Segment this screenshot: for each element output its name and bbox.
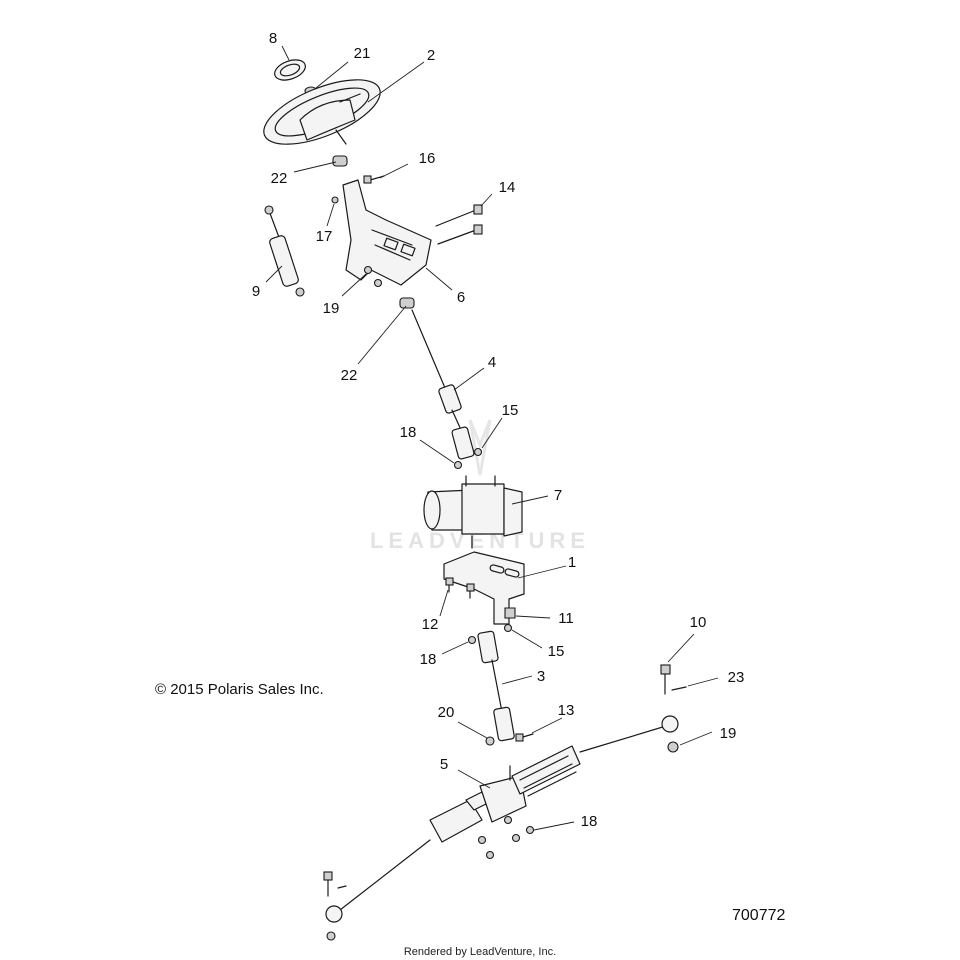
part-2-steering-wheel[interactable]: [256, 67, 389, 158]
callout-2[interactable]: 2: [427, 47, 435, 64]
part-5-steering-rack[interactable]: [325, 715, 679, 923]
callout-labels: 8 21 2 22 16 14 17 9 19 6 22 4 15 18 7 1…: [252, 30, 745, 830]
part-22-bushing-lower[interactable]: [399, 297, 415, 309]
callout-9[interactable]: 9: [252, 283, 260, 300]
callout-20[interactable]: 20: [438, 704, 455, 721]
part-8-horn-cap[interactable]: [272, 56, 308, 84]
callout-18-lower[interactable]: 18: [581, 813, 598, 830]
part-14-bolts[interactable]: [435, 204, 483, 245]
part-13-bolt[interactable]: [515, 733, 534, 742]
watermark-logo-icon: [468, 419, 492, 476]
diagram-id: 700772: [732, 907, 785, 924]
part-10-bolt[interactable]: [660, 664, 671, 695]
callout-23[interactable]: 23: [728, 669, 745, 686]
part-6-tilt-bracket[interactable]: [342, 179, 432, 286]
callout-5[interactable]: 5: [440, 756, 448, 773]
callout-7[interactable]: 7: [554, 487, 562, 504]
callout-14[interactable]: 14: [499, 179, 516, 196]
callout-12[interactable]: 12: [422, 616, 439, 633]
part-9-gas-strut[interactable]: [264, 205, 305, 297]
tie-rod-bolt[interactable]: [323, 871, 347, 941]
callout-3[interactable]: 3: [537, 668, 545, 685]
part-1-mounting-bracket[interactable]: [443, 551, 525, 625]
callout-8[interactable]: 8: [269, 30, 277, 47]
part-18-nut-upper[interactable]: [453, 460, 463, 470]
callout-11[interactable]: 11: [558, 610, 574, 627]
callout-13[interactable]: 13: [558, 702, 575, 719]
part-3-steering-shaft-lower[interactable]: [477, 630, 515, 742]
footer-credit: Rendered by LeadVenture, Inc.: [404, 946, 556, 958]
callout-15-lower[interactable]: 15: [548, 643, 565, 660]
part-17-nut[interactable]: [331, 196, 339, 204]
callout-19-upper[interactable]: 19: [323, 300, 340, 317]
callout-18-upper[interactable]: 18: [400, 424, 417, 441]
part-18-nut-middle[interactable]: [467, 635, 477, 645]
part-11-bracket-tab[interactable]: [504, 607, 516, 619]
callout-22-lower[interactable]: 22: [341, 367, 358, 384]
callout-10[interactable]: 10: [690, 614, 707, 631]
callout-1[interactable]: 1: [568, 554, 576, 571]
copyright-text: © 2015 Polaris Sales Inc.: [155, 681, 324, 698]
callout-22-upper[interactable]: 22: [271, 170, 288, 187]
callout-19-lower[interactable]: 19: [720, 725, 737, 742]
part-15-bolt-upper[interactable]: [473, 447, 483, 457]
part-23-cotter-pin[interactable]: [671, 686, 687, 691]
callout-15-upper[interactable]: 15: [502, 402, 519, 419]
callout-18-middle[interactable]: 18: [420, 651, 437, 668]
part-18-nuts-lower[interactable]: [477, 815, 535, 860]
part-19-nut-lower[interactable]: [667, 741, 679, 753]
leader-lines: [265, 45, 719, 831]
part-22-bushing-upper[interactable]: [332, 155, 348, 167]
part-12-bolts[interactable]: [445, 577, 475, 599]
callout-21[interactable]: 21: [354, 45, 371, 62]
callout-16[interactable]: 16: [419, 150, 436, 167]
callout-6[interactable]: 6: [457, 289, 465, 306]
part-19-nuts-upper[interactable]: [363, 265, 383, 288]
part-7-power-steering-motor[interactable]: [423, 475, 523, 549]
part-20-nut[interactable]: [485, 736, 495, 746]
callout-4[interactable]: 4: [488, 354, 496, 371]
callout-17[interactable]: 17: [316, 228, 333, 245]
part-4-steering-shaft-upper[interactable]: [411, 309, 475, 460]
part-15-bolt-lower[interactable]: [503, 623, 513, 633]
